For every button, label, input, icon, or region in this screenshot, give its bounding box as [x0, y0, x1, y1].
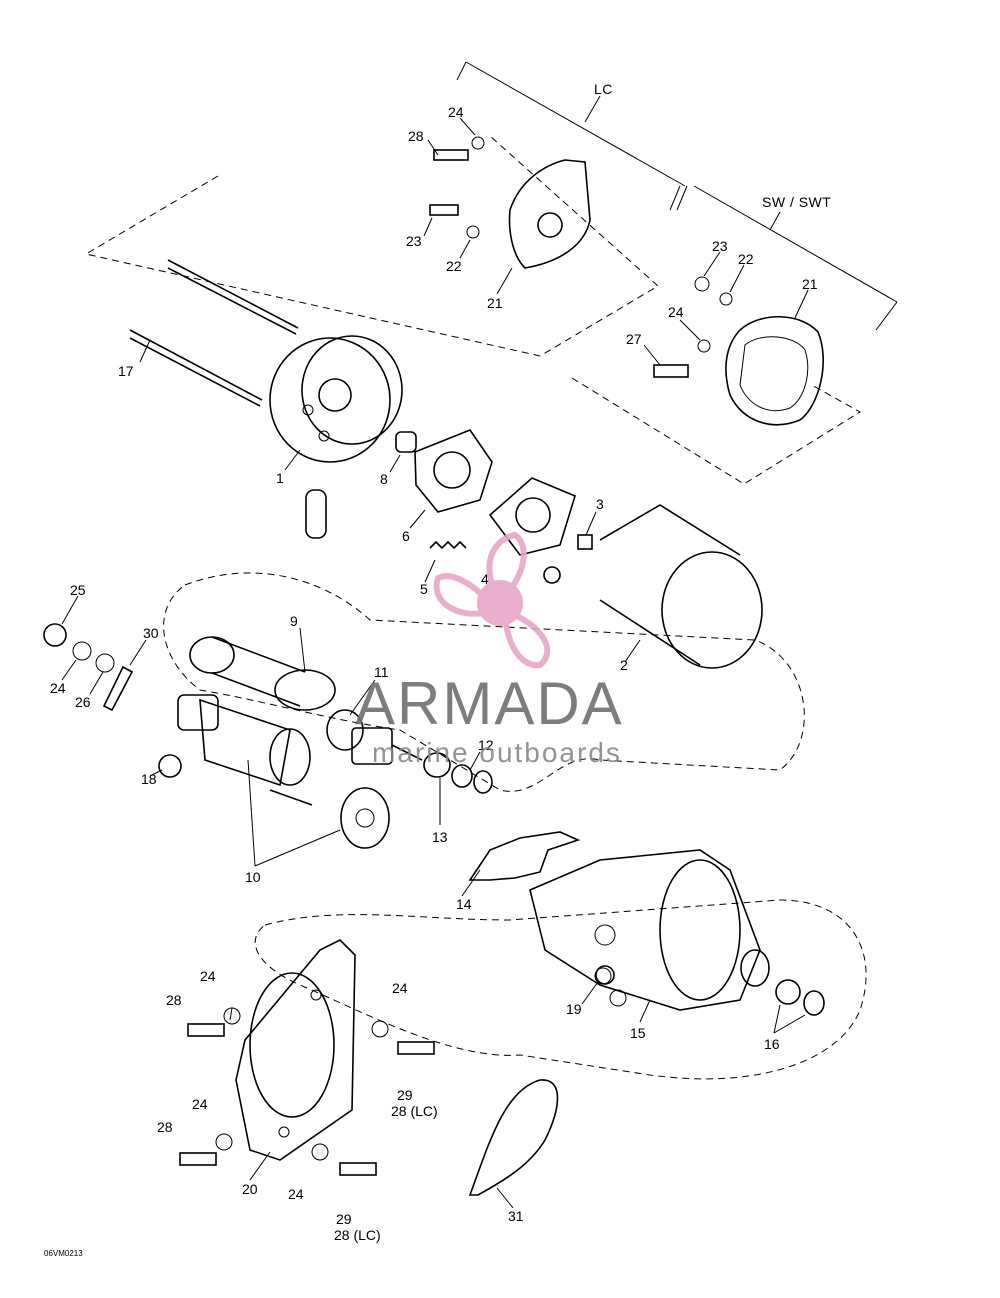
starter-group-frame: [163, 572, 805, 792]
bushing: [395, 431, 417, 453]
bracket-group-frame: [254, 899, 867, 1080]
callout-3: 3: [596, 496, 604, 512]
callout-6: 6: [402, 528, 410, 544]
drawing-code: 06VM0213: [44, 1249, 83, 1258]
cable-tie: [468, 1079, 559, 1196]
through-bolts: [129, 259, 299, 407]
lc-group-frame: [84, 61, 898, 485]
section-label-sw-swt: SW / SWT: [762, 194, 831, 210]
callout-27: 27: [626, 331, 642, 347]
armada-tagline-text: marine outboards: [372, 737, 622, 768]
callout-28: 28: [408, 128, 424, 144]
bushings-16: [775, 979, 825, 1016]
callout-9: 9: [290, 613, 298, 629]
callout-15: 15: [630, 1025, 646, 1041]
solenoid: [177, 694, 390, 849]
callout-19: 19: [566, 1001, 582, 1017]
leader-lines: [61, 95, 809, 1209]
callout-29-bracket-a: 29: [397, 1087, 413, 1103]
brush-plate: [414, 429, 493, 513]
washers: [423, 752, 493, 794]
lc-end-plate: [429, 136, 591, 269]
callout-1: 1: [276, 470, 284, 486]
callout-28-bracket-a: 28: [166, 992, 182, 1008]
bracket-fasteners: [179, 1007, 435, 1176]
callout-23-sw: 23: [712, 238, 728, 254]
callout-14: 14: [456, 896, 472, 912]
callout-18: 18: [141, 771, 157, 787]
callout-labels: 24 28 23 22 21 23 22 21 24 27 17 1 8 6 3…: [50, 104, 818, 1243]
brush-holder: [488, 477, 576, 556]
yoke: [543, 504, 763, 669]
callout-4: 4: [481, 571, 489, 587]
callout-28lc-bracket-b: 28 (LC): [334, 1227, 381, 1243]
terminal-hardware: [43, 623, 615, 985]
callout-29-bracket-b: 29: [336, 1211, 352, 1227]
callout-28lc-bracket-a: 28 (LC): [391, 1103, 438, 1119]
pinion: [326, 709, 423, 765]
armada-brand-text: ARMADA: [355, 670, 624, 737]
callout-24-bracket-a: 24: [200, 968, 216, 984]
callout-25: 25: [70, 582, 86, 598]
callout-23: 23: [406, 233, 422, 249]
sw-gasket: [653, 276, 824, 426]
callout-31: 31: [508, 1208, 524, 1224]
callout-5: 5: [420, 581, 428, 597]
callout-26: 26: [75, 694, 91, 710]
bracket: [235, 939, 356, 1161]
lever: [468, 831, 581, 881]
callout-2: 2: [620, 657, 628, 673]
callout-24: 24: [448, 104, 464, 120]
callout-22: 22: [446, 258, 462, 274]
armada-propeller-logo: [433, 531, 551, 669]
callout-28-bracket-b: 28: [157, 1119, 173, 1135]
spring: [429, 540, 467, 550]
callout-16: 16: [764, 1036, 780, 1052]
callout-12: 12: [478, 737, 494, 753]
callout-30: 30: [143, 625, 159, 641]
callout-24-sw: 24: [668, 304, 684, 320]
section-label-lc: LC: [594, 81, 613, 97]
callout-8: 8: [380, 471, 388, 487]
callout-24-bracket-d: 24: [288, 1186, 304, 1202]
callout-21: 21: [487, 295, 503, 311]
callout-11: 11: [374, 664, 389, 680]
armature: [189, 636, 336, 711]
drive-housing: [529, 849, 770, 1011]
callout-17: 17: [118, 363, 134, 379]
callout-24-bracket-c: 24: [192, 1096, 208, 1112]
end-cover: [269, 335, 403, 539]
callout-24-left: 24: [50, 680, 66, 696]
callout-20: 20: [242, 1181, 258, 1197]
callout-24-bracket-b: 24: [392, 980, 408, 996]
armada-watermark: ARMADA marine outboards: [355, 531, 624, 768]
callout-13: 13: [432, 829, 448, 845]
callout-21-sw: 21: [802, 276, 818, 292]
callout-10: 10: [245, 869, 261, 885]
callout-22-sw: 22: [738, 251, 754, 267]
